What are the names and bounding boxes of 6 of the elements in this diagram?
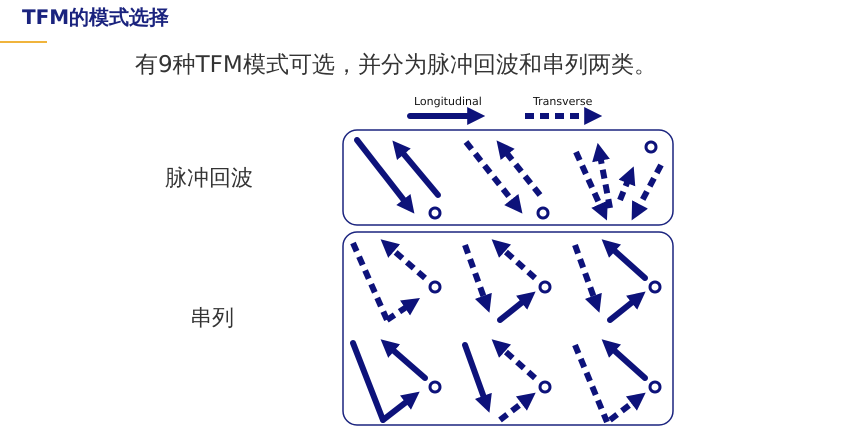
category-label: 串列 (190, 305, 234, 333)
category-label: 脉冲回波 (165, 165, 253, 193)
intro-paragraph: 有9种TFM模式可选，并分为脉冲回波和串列两类。 (135, 51, 658, 80)
legend-label: Transverse (533, 95, 592, 108)
legend-label: Longitudinal (414, 95, 482, 108)
slide-title: TFM的模式选择 (22, 4, 170, 31)
